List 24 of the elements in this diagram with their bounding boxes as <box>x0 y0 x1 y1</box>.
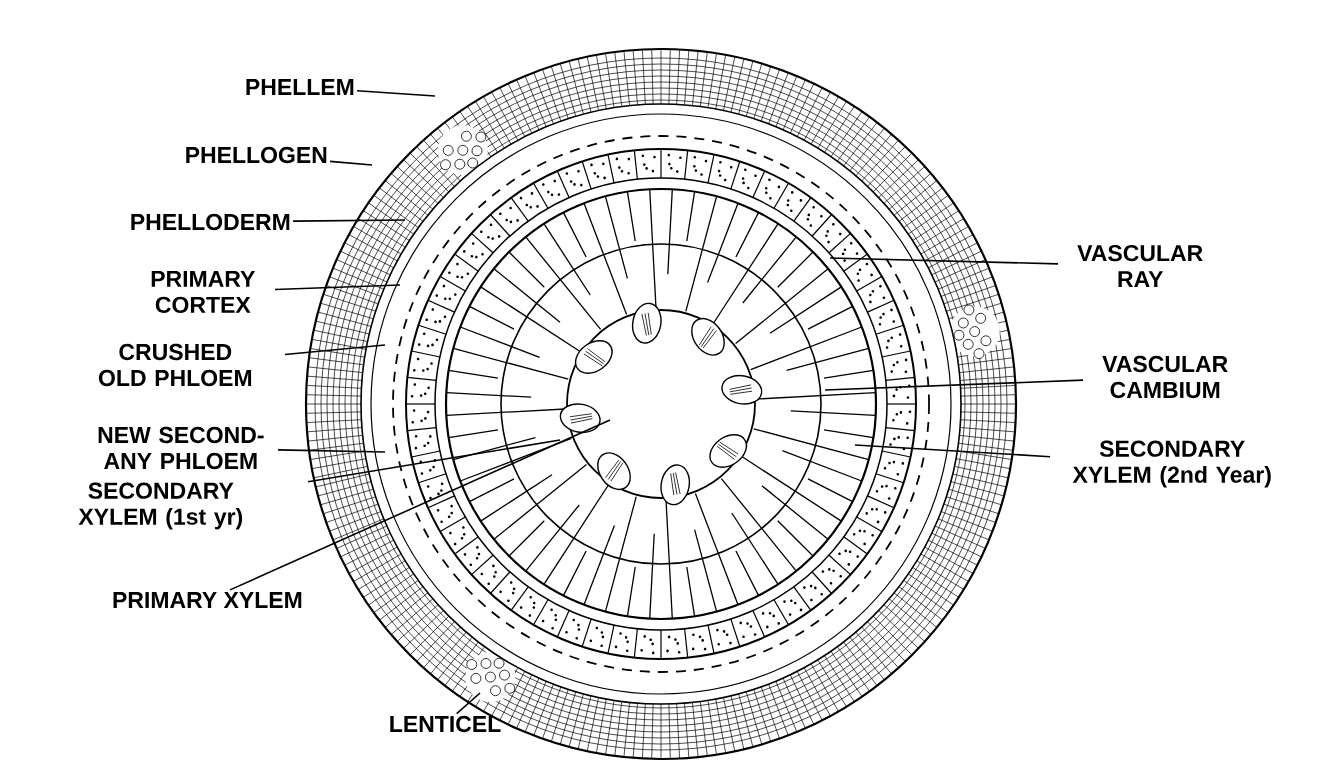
leader-line <box>824 379 1084 391</box>
leader-line <box>356 90 436 97</box>
leader-line <box>455 692 481 715</box>
leader-line <box>829 257 1059 265</box>
leader-line <box>854 444 1051 458</box>
leader-line <box>329 160 373 166</box>
part-label: LENTICEL <box>390 715 501 733</box>
part-label: PHELLODERM <box>131 213 290 231</box>
part-label: PRIMARY XYLEM <box>113 592 302 608</box>
part-label: PHELLOGEN <box>186 146 327 164</box>
part-label: NEW SECOND-ANY PHLOEM <box>98 426 264 470</box>
leader-line <box>292 219 406 222</box>
part-label: SECONDARY XYLEM (1st yr) <box>78 482 243 530</box>
leader-line <box>274 284 401 291</box>
part-label: SECONDARY XYLEM (2nd Year) <box>1072 440 1271 488</box>
part-label: CRUSHED OLD PHLOEM <box>98 343 252 387</box>
leader-line <box>307 439 561 483</box>
part-label: PRIMARY CORTEX <box>151 270 256 313</box>
leader-line <box>284 344 386 356</box>
part-label: VASCULAR CAMBIUM <box>1102 355 1228 399</box>
part-label: VASCULAR RAY <box>1077 244 1203 288</box>
leader-line <box>277 449 386 453</box>
part-label: PHELLEM <box>246 79 354 95</box>
leader-line <box>229 419 611 591</box>
